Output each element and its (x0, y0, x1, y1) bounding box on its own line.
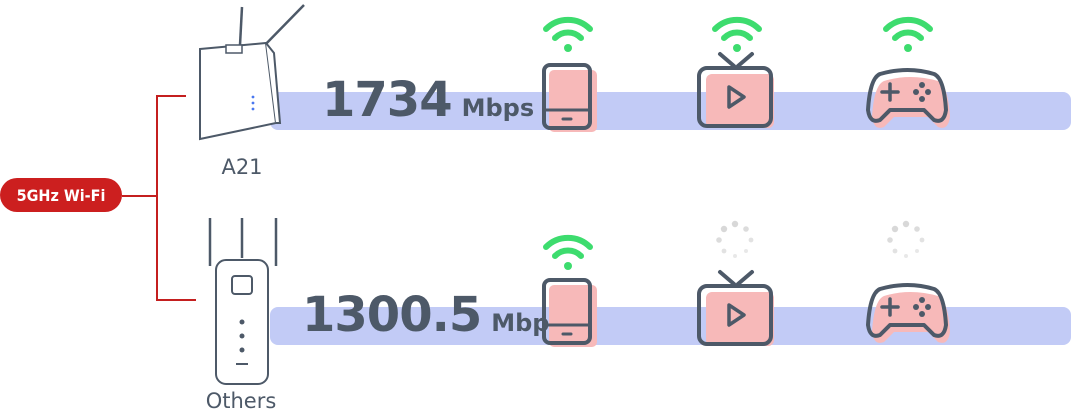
speed-unit: Mbps (461, 94, 535, 122)
tv-play-icon (697, 52, 774, 128)
wifi-icon (712, 16, 762, 52)
tv-play-icon (697, 270, 774, 346)
a21-extender-icon (199, 4, 305, 141)
gamepad-icon (866, 283, 950, 343)
loading-spinner-icon (887, 220, 925, 258)
speed-value: 1300.5 (302, 287, 482, 343)
tablet-icon (542, 278, 597, 347)
others-extender-icon (208, 218, 278, 385)
gamepad-icon (866, 68, 950, 128)
device-label-others: Others (205, 389, 277, 413)
speed-readout-a21: 1734 Mbps (322, 72, 534, 128)
device-label-a21: A21 (221, 155, 263, 179)
band-badge: 5GHz Wi-Fi (0, 178, 122, 212)
loading-spinner-icon (716, 220, 754, 258)
wifi-icon (883, 16, 933, 52)
speed-value: 1734 (322, 72, 453, 128)
tablet-icon (542, 63, 597, 132)
wifi-icon (543, 234, 593, 270)
wifi-icon (543, 16, 593, 52)
speed-readout-others: 1300.5 Mbps (302, 287, 564, 343)
